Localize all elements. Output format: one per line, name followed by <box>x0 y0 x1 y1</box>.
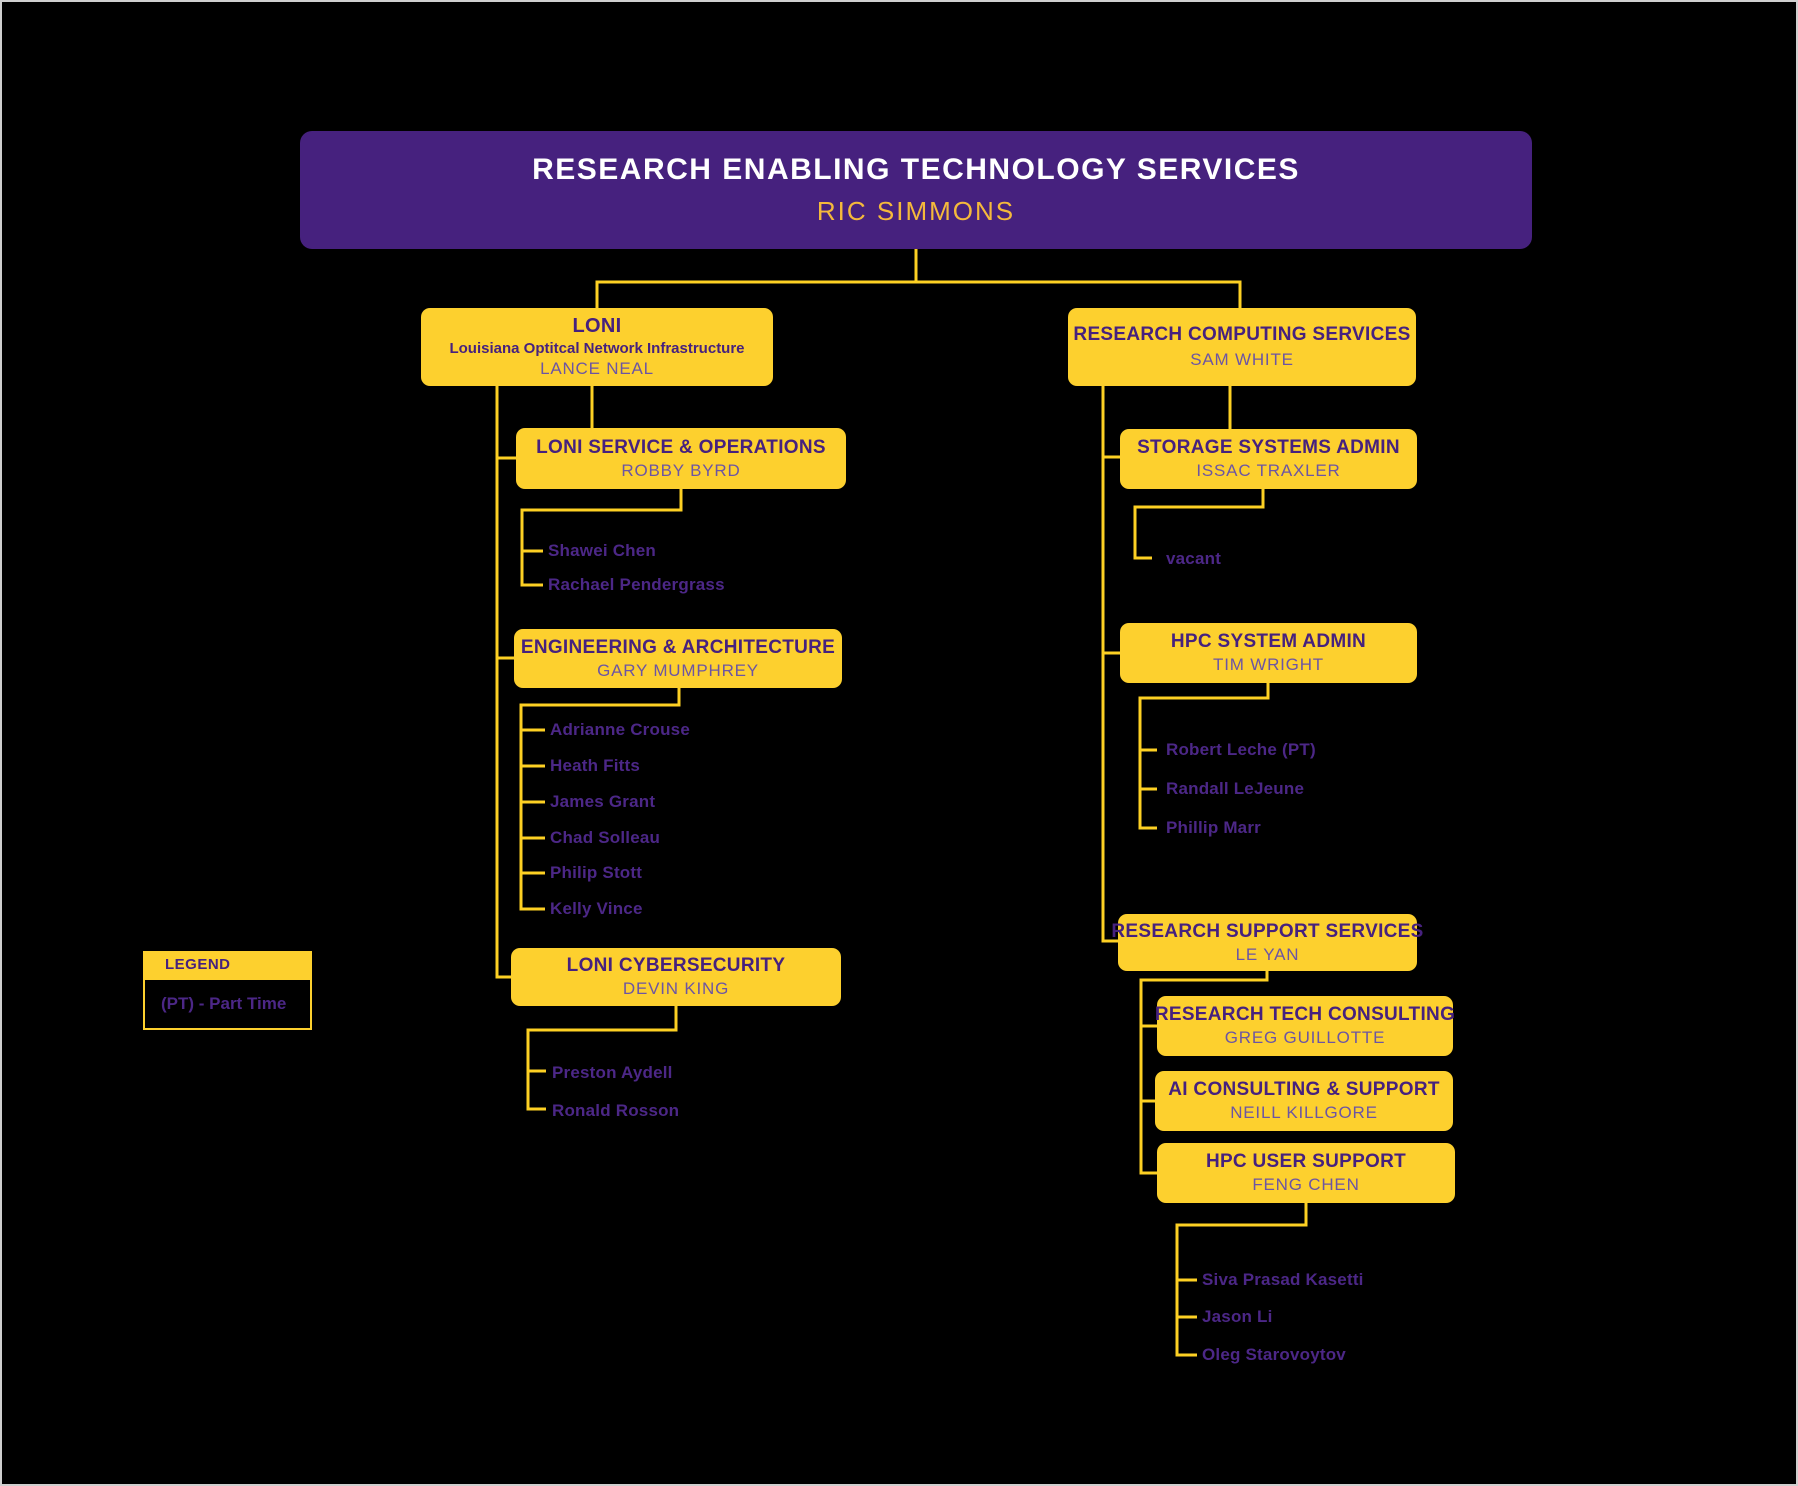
cybersecurity-title: LONI CYBERSECURITY <box>566 955 786 976</box>
loni-title: LONI <box>572 315 622 337</box>
storage-manager: ISSAC TRAXLER <box>1196 461 1341 480</box>
cybersecurity-manager: DEVIN KING <box>622 979 730 998</box>
loni-service-ops-title: LONI SERVICE & OPERATIONS <box>536 436 826 458</box>
loni-manager: LANCE NEAL <box>540 359 654 378</box>
ai-consulting-title: AI CONSULTING & SUPPORT <box>1168 1079 1440 1100</box>
staff-name: Heath Fitts <box>550 756 641 775</box>
hpc-user-support-title: HPC USER SUPPORT <box>1205 1151 1407 1172</box>
staff-name: Adrianne Crouse <box>550 720 690 739</box>
ai-consulting-manager: NEILL KILLGORE <box>1230 1103 1378 1122</box>
hpc-admin-title: HPC SYSTEM ADMIN <box>1170 631 1367 652</box>
node-hpc-user-support: HPC USER SUPPORT FENG CHEN <box>1157 1143 1455 1203</box>
node-research-computing-services: RESEARCH COMPUTING SERVICES SAM WHITE <box>1068 308 1416 386</box>
staff-name: Kelly Vince <box>550 899 643 918</box>
staff-name: Chad Solleau <box>550 828 661 847</box>
node-research-enabling-technology-services: RESEARCH ENABLING TECHNOLOGY SERVICES RI… <box>300 131 1532 249</box>
node-storage-systems-admin: STORAGE SYSTEMS ADMIN ISSAC TRAXLER <box>1120 429 1417 489</box>
legend-title: LEGEND <box>143 951 312 978</box>
hpc-user-support-manager: FENG CHEN <box>1252 1175 1360 1194</box>
rcs-manager: SAM WHITE <box>1190 350 1294 369</box>
node-research-tech-consulting: RESEARCH TECH CONSULTING GREG GUILLOTTE <box>1154 996 1456 1056</box>
node-ai-consulting-support: AI CONSULTING & SUPPORT NEILL KILLGORE <box>1155 1071 1453 1131</box>
node-loni-service-operations: LONI SERVICE & OPERATIONS ROBBY BYRD <box>516 428 846 489</box>
root-manager: RIC SIMMONS <box>816 196 1016 226</box>
staff-name: Philip Stott <box>550 863 643 882</box>
engineering-manager: GARY MUMPHREY <box>597 660 759 680</box>
node-loni: LONI Louisiana Optitcal Network Infrastr… <box>421 308 773 386</box>
staff-name: James Grant <box>550 792 656 811</box>
loni-service-ops-manager: ROBBY BYRD <box>621 460 741 480</box>
staff-name: Jason Li <box>1202 1307 1273 1326</box>
node-engineering-architecture: ENGINEERING & ARCHITECTURE GARY MUMPHREY <box>514 629 842 688</box>
support-title: RESEARCH SUPPORT SERVICES <box>1111 920 1424 942</box>
tech-consulting-manager: GREG GUILLOTTE <box>1224 1028 1386 1047</box>
loni-subtitle: Louisiana Optitcal Network Infrastructur… <box>449 340 745 357</box>
support-manager: LE YAN <box>1235 944 1300 964</box>
legend-entry: (PT) - Part Time <box>143 978 312 1030</box>
staff-name: Siva Prasad Kasetti <box>1202 1270 1364 1289</box>
staff-name: Ronald Rosson <box>552 1101 680 1120</box>
staff-name: Phillip Marr <box>1166 818 1261 837</box>
node-loni-cybersecurity: LONI CYBERSECURITY DEVIN KING <box>511 948 841 1006</box>
staff-name: Preston Aydell <box>552 1063 673 1082</box>
rcs-title: RESEARCH COMPUTING SERVICES <box>1073 324 1411 345</box>
staff-name: Oleg Starovoytov <box>1202 1345 1346 1364</box>
hpc-admin-manager: TIM WRIGHT <box>1213 655 1324 674</box>
node-research-support-services: RESEARCH SUPPORT SERVICES LE YAN <box>1111 914 1423 971</box>
staff-name: vacant <box>1166 549 1222 568</box>
node-hpc-system-admin: HPC SYSTEM ADMIN TIM WRIGHT <box>1120 623 1417 683</box>
staff-name: Randall LeJeune <box>1166 779 1305 798</box>
staff-name: Robert Leche (PT) <box>1166 740 1316 759</box>
legend: LEGEND (PT) - Part Time <box>143 951 312 1030</box>
root-title: RESEARCH ENABLING TECHNOLOGY SERVICES <box>532 153 1300 186</box>
tech-consulting-title: RESEARCH TECH CONSULTING <box>1154 1004 1456 1025</box>
staff-name: Rachael Pendergrass <box>548 575 725 594</box>
staff-name: Shawei Chen <box>548 541 657 560</box>
engineering-title: ENGINEERING & ARCHITECTURE <box>520 636 836 658</box>
storage-title: STORAGE SYSTEMS ADMIN <box>1137 437 1400 458</box>
